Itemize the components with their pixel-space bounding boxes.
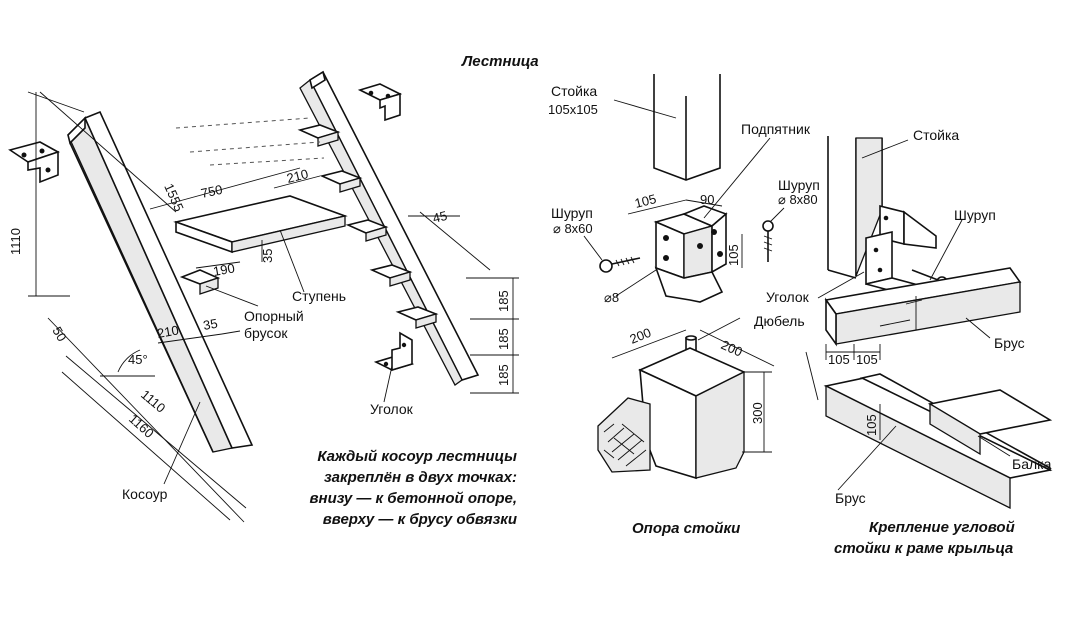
concrete-block — [638, 347, 746, 480]
label-screw-left: Шуруп — [551, 205, 593, 221]
corner-caption-line-2: стойки к раме крыльца — [834, 540, 1013, 557]
dim-190: 190 — [212, 260, 236, 279]
dim-45: 45 — [431, 208, 449, 226]
angle-bracket-top — [357, 83, 403, 122]
lower-beams — [823, 373, 1053, 510]
screw-left — [599, 256, 641, 273]
dim-1555: 1555 — [161, 181, 186, 214]
dim-105-c: 105 — [864, 414, 879, 436]
label-support-bar-line2: брусок — [244, 325, 288, 341]
post-dimension-lines — [611, 199, 775, 453]
dim-210-top: 210 — [285, 166, 310, 186]
label-screw-top-size: ⌀ 8x80 — [778, 192, 818, 207]
dim-750: 750 — [200, 182, 224, 201]
label-d8: ⌀8 — [604, 290, 619, 305]
label-angle: Уголок — [370, 401, 414, 417]
label-joist: Балка — [1012, 456, 1052, 472]
dim-45-deg: 45° — [128, 352, 148, 367]
label-post-size: 105x105 — [548, 102, 598, 117]
stair-drawing: Лестница — [8, 53, 539, 528]
post-support-caption: Опора стойки — [632, 520, 740, 537]
upper-beam — [824, 267, 1022, 347]
ground-hatch — [597, 397, 651, 473]
note-line-2: закреплён в двух точках: — [324, 469, 517, 486]
post-leaders — [583, 99, 785, 341]
dim-105-plate: 105 — [633, 191, 658, 211]
stair-dimension-lines — [27, 91, 519, 523]
corner-angle-brackets — [865, 204, 937, 293]
label-corner-screw: Шуруп — [954, 207, 996, 223]
label-stringer: Косоур — [122, 486, 168, 502]
label-support-bar-line1: Опорный — [244, 308, 304, 324]
dim-1110-vertical: 1110 — [8, 228, 23, 255]
note-line-4: вверху — к брусу обвязки — [323, 511, 517, 528]
label-beam-2: Брус — [835, 490, 866, 506]
dim-1110: 1110 — [138, 387, 168, 416]
label-beam-1: Брус — [994, 335, 1025, 351]
dim-35-bottom: 35 — [202, 316, 219, 333]
dim-105-vertical: 105 — [726, 244, 741, 266]
dim-200-b: 200 — [719, 337, 745, 360]
label-base-plate: Подпятник — [741, 121, 811, 137]
stair-leaders — [163, 229, 393, 485]
note-line-3: внизу — к бетонной опоре, — [309, 490, 517, 507]
label-screw-top: Шуруп — [778, 177, 820, 193]
angle-bracket-left — [8, 141, 60, 184]
base-plate — [653, 205, 728, 303]
dim-105-b: 105 — [856, 352, 878, 367]
support-blocks — [179, 124, 439, 329]
step-board — [173, 195, 348, 254]
label-step: Ступень — [292, 288, 346, 304]
corner-post-drawing: Стойка Шуруп ⌀ 8x80 Шуруп Уголок Брус Ба… — [766, 127, 1053, 557]
dim-300: 300 — [750, 402, 765, 424]
dim-210-bottom: 210 — [156, 322, 180, 341]
dim-105-a: 105 — [828, 352, 850, 367]
label-post: Стойка — [551, 83, 597, 99]
dim-185-a: 185 — [496, 290, 511, 312]
label-corner-angle: Уголок — [766, 289, 810, 305]
dim-50: 50 — [49, 324, 69, 344]
corner-dimension-lines — [805, 296, 917, 440]
dim-90: 90 — [700, 192, 714, 207]
label-screw-left-size: ⌀ 8x60 — [553, 221, 593, 236]
dim-185-b: 185 — [496, 328, 511, 350]
angle-bracket-bottom — [373, 331, 415, 372]
corner-caption-line-1: Крепление угловой — [869, 519, 1015, 536]
post — [653, 74, 721, 181]
left-stringer — [67, 110, 254, 453]
dim-1160: 1160 — [126, 411, 157, 441]
screw-right — [762, 220, 774, 262]
dim-185-c: 185 — [496, 364, 511, 386]
stair-title: Лестница — [461, 53, 539, 70]
stair-note: Каждый косоур лестницы закреплён в двух … — [309, 448, 517, 528]
label-corner-post: Стойка — [913, 127, 959, 143]
dim-35-top: 35 — [260, 249, 275, 263]
corner-leaders — [817, 139, 1011, 491]
note-line-1: Каждый косоур лестницы — [317, 448, 517, 465]
post-support-drawing: Стойка 105x105 Подпятник Шуруп ⌀ 8x60 ⌀8… — [548, 74, 811, 537]
label-dowel: Дюбель — [754, 313, 805, 329]
projection-lines — [175, 117, 325, 166]
